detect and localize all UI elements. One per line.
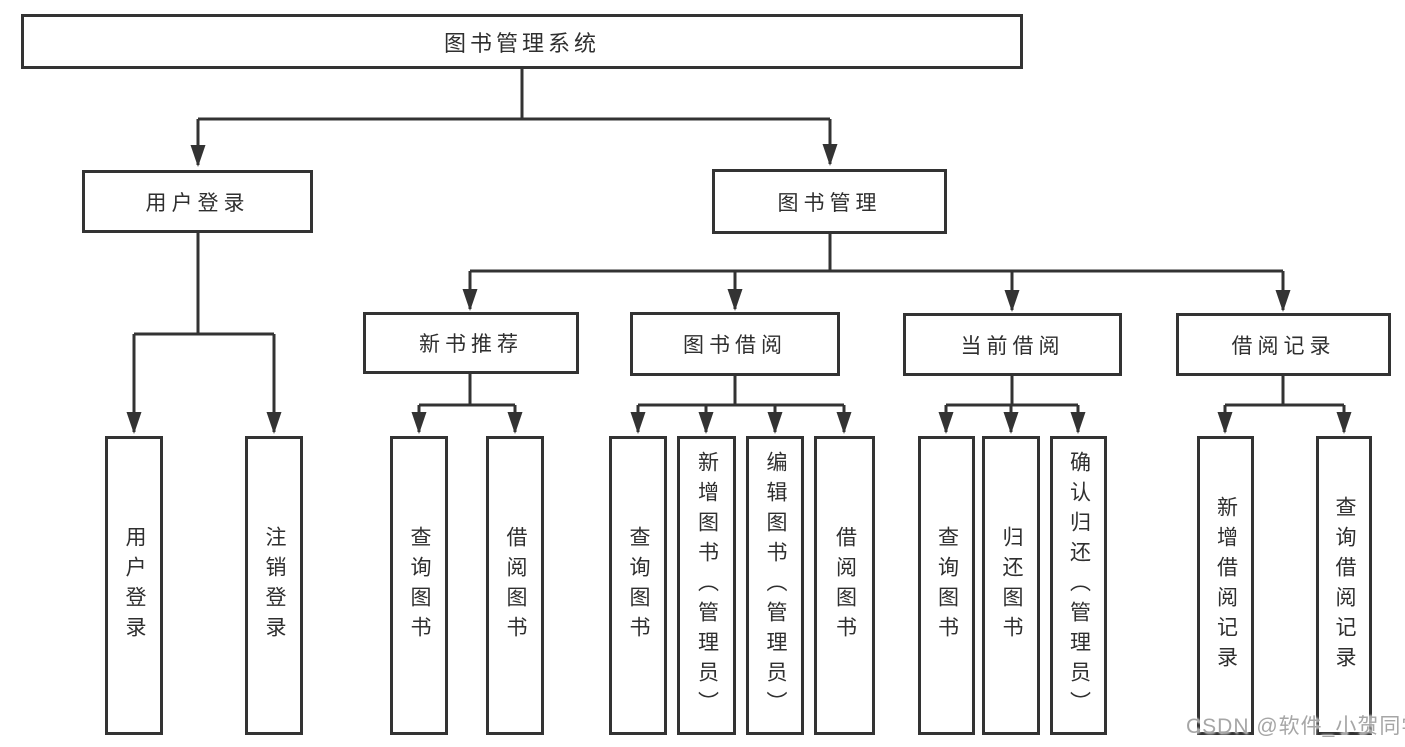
leaf-add-book-admin: 新增图书（管理员） bbox=[677, 436, 736, 735]
watermark: CSDN @软件_小贺同学 bbox=[1186, 715, 1405, 738]
leaf-edit-book-admin: 编辑图书（管理员） bbox=[746, 436, 804, 735]
node-borrowing-records: 借阅记录 bbox=[1176, 313, 1391, 376]
edges-user-login bbox=[126, 233, 282, 434]
edges-book-management bbox=[462, 234, 1291, 312]
leaf-add-borrow-record: 新增借阅记录 bbox=[1197, 436, 1254, 735]
leaf-logout: 注销登录 bbox=[245, 436, 303, 735]
node-current-borrowing: 当前借阅 bbox=[903, 313, 1122, 376]
node-book-management: 图书管理 bbox=[712, 169, 947, 234]
node-new-book-recommend: 新书推荐 bbox=[363, 312, 579, 374]
node-library-management-system: 图书管理系统 bbox=[21, 14, 1023, 69]
leaf-borrow-books-1: 借阅图书 bbox=[486, 436, 544, 735]
leaf-borrow-books-2: 借阅图书 bbox=[814, 436, 875, 735]
node-user-login: 用户登录 bbox=[82, 170, 313, 233]
leaf-user-login: 用户登录 bbox=[105, 436, 163, 735]
leaf-return-book: 归还图书 bbox=[982, 436, 1040, 735]
leaf-query-books-3: 查询图书 bbox=[918, 436, 975, 735]
edges-current-borrowing bbox=[938, 376, 1086, 434]
leaf-query-books-2: 查询图书 bbox=[609, 436, 667, 735]
edges-root bbox=[190, 69, 838, 167]
node-book-borrowing: 图书借阅 bbox=[630, 312, 840, 376]
edges-borrowing-records bbox=[1217, 376, 1352, 434]
leaf-confirm-return-admin: 确认归还（管理员） bbox=[1050, 436, 1107, 735]
leaf-query-borrow-record: 查询借阅记录 bbox=[1316, 436, 1372, 735]
edges-new-book-recommend bbox=[411, 374, 523, 434]
leaf-query-books-1: 查询图书 bbox=[390, 436, 448, 735]
edges-book-borrowing bbox=[630, 376, 852, 434]
